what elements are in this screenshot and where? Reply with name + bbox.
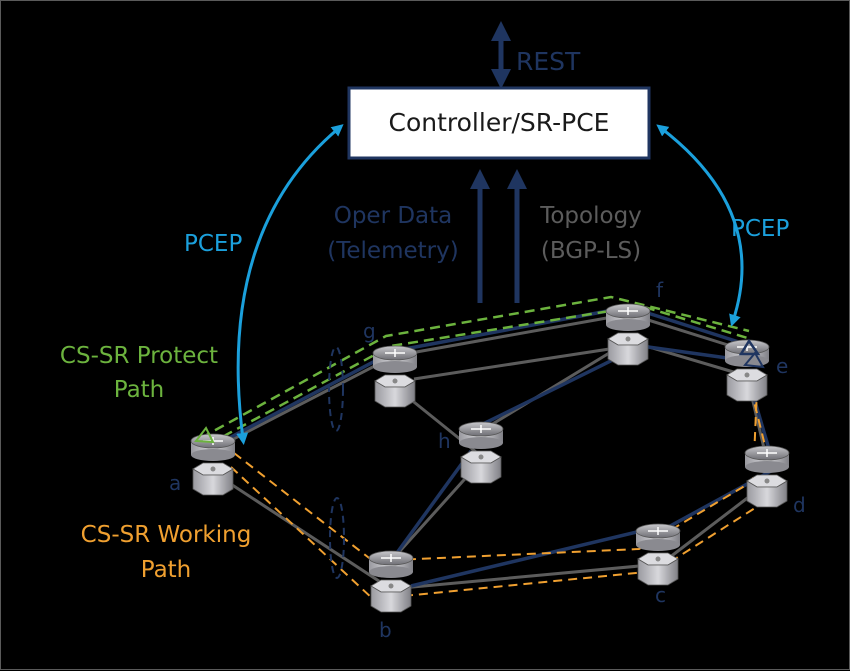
router-g[interactable] [372, 345, 418, 408]
router-a[interactable] [190, 433, 236, 496]
pcep-left-arc [236, 124, 344, 445]
router-icon [368, 550, 414, 613]
oper-data-label: Oper Data [334, 203, 453, 229]
node-label-c: c [655, 583, 666, 607]
pcep-right-label: PCEP [731, 216, 789, 242]
protect-tailend-marker [738, 338, 761, 356]
topology-label: Topology [539, 203, 642, 229]
router-icon [635, 523, 681, 586]
bgp-ls-label: (BGP-LS) [541, 238, 641, 264]
telemetry-label: (Telemetry) [327, 238, 458, 264]
node-label-g: g [363, 319, 376, 343]
node-label-a: a [169, 471, 181, 495]
node-label-e: e [776, 354, 788, 378]
link-cut-ellipse-lower [329, 497, 345, 579]
router-c[interactable] [635, 523, 681, 586]
working-path-label-line2: Path [141, 557, 192, 583]
router-f[interactable] [605, 303, 651, 366]
router-icon [744, 445, 790, 508]
controller-label: Controller/SR-PCE [389, 108, 610, 137]
node-label-b: b [379, 618, 392, 642]
node-label-f: f [656, 278, 664, 302]
protect-path-label-line2: Path [114, 377, 165, 403]
pcep-left-label: PCEP [184, 231, 242, 257]
node-label-h: h [438, 429, 451, 453]
routers [190, 303, 790, 613]
controller-box[interactable] [347, 86, 651, 160]
router-icon [458, 421, 504, 484]
node-label-d: d [793, 493, 806, 517]
working-path-label-line1: CS-SR Working [81, 522, 252, 548]
working-tailend-marker [743, 351, 765, 369]
router-icon [372, 345, 418, 408]
rest-label: REST [516, 47, 581, 76]
router-icon [605, 303, 651, 366]
router-d[interactable] [744, 445, 790, 508]
router-b[interactable] [368, 550, 414, 613]
pcep-right-arc [656, 124, 744, 327]
router-icon [190, 433, 236, 496]
protect-path-label-line1: CS-SR Protect [60, 343, 218, 369]
protect-headend-marker [194, 426, 215, 444]
router-h[interactable] [458, 421, 504, 484]
